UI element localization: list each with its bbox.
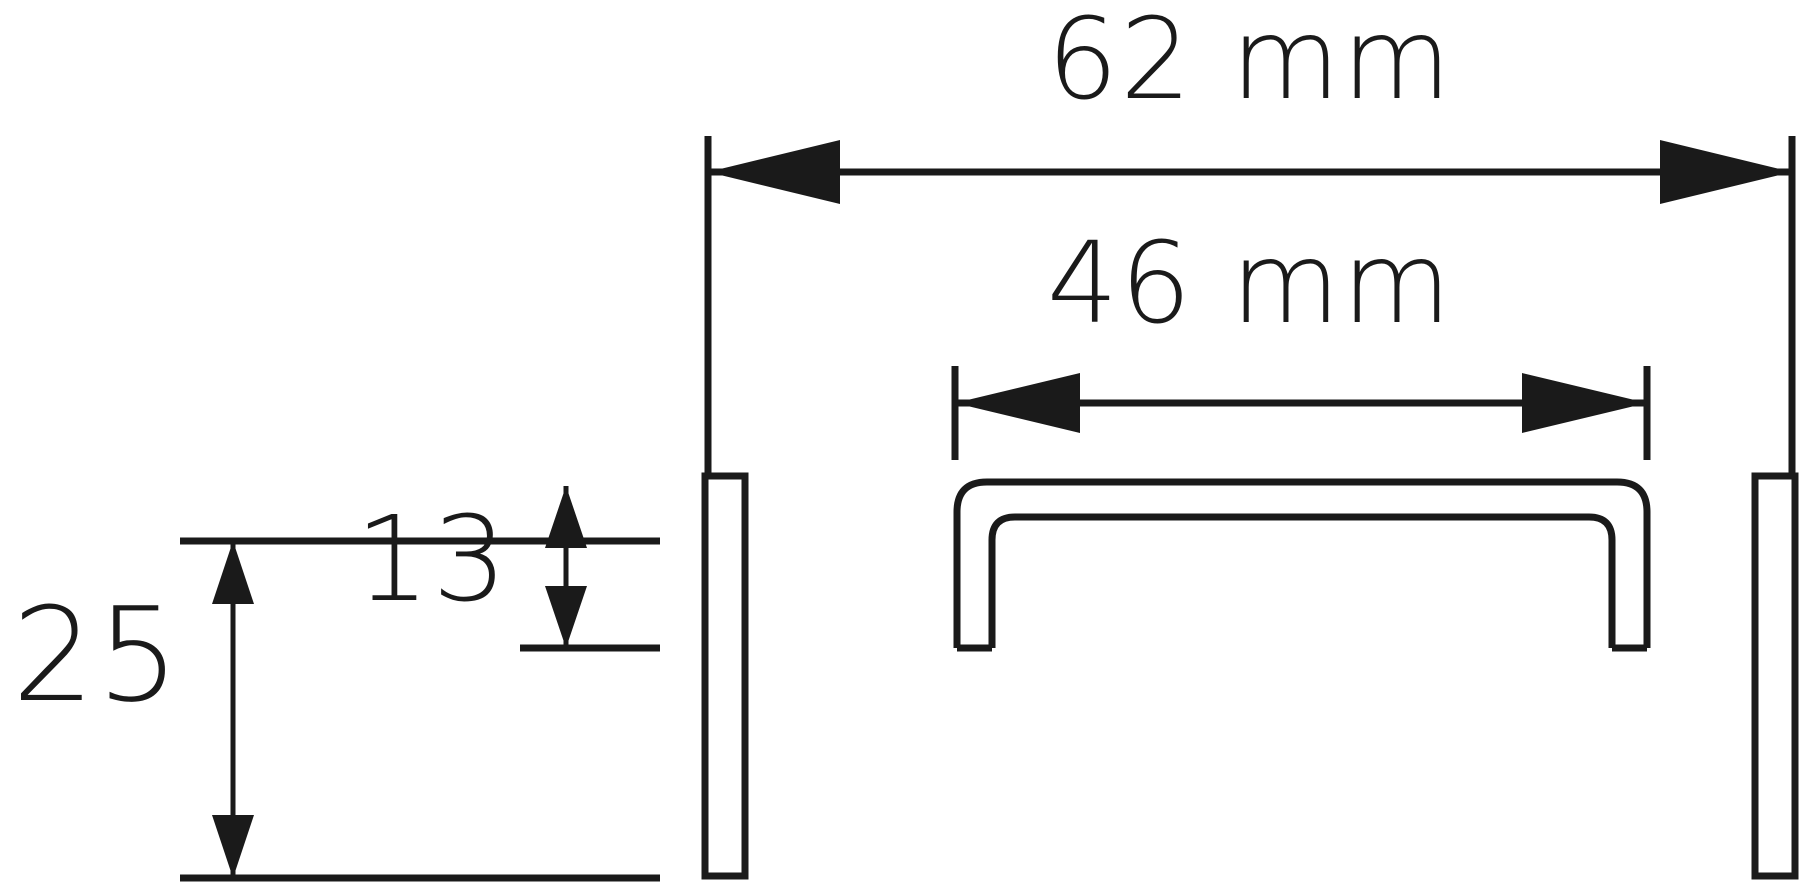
staple-inner-contour: [988, 513, 1616, 648]
arrowhead-bottom-25: [212, 815, 254, 878]
dimension-label-inner-width: 46 mm: [1047, 219, 1453, 349]
side-view-left: [701, 472, 749, 880]
side-bar-left-outline: [701, 472, 749, 880]
dimension-label-overall-width: 62 mm: [1047, 0, 1453, 125]
front-view-staple: [953, 478, 1651, 652]
dimension-label-overall-height: 25: [12, 579, 181, 731]
staple-outer-contour: [953, 478, 1651, 648]
dimension-overall-width: 62 mm: [704, 0, 1796, 478]
side-bar-right-outline: [1751, 472, 1799, 880]
arrowhead-right-46: [1522, 373, 1647, 433]
dimension-overall-height: 25: [12, 537, 660, 882]
arrowhead-left-62: [708, 140, 840, 204]
dimension-leg-height: 13: [355, 486, 660, 652]
dimension-inner-width: 46 mm: [951, 219, 1651, 460]
arrowhead-top-25: [212, 541, 254, 604]
arrowhead-right-62: [1660, 140, 1792, 204]
arrowhead-left-46: [955, 373, 1080, 433]
side-view-right: [1751, 472, 1799, 880]
dimension-label-leg-height: 13: [355, 490, 509, 628]
